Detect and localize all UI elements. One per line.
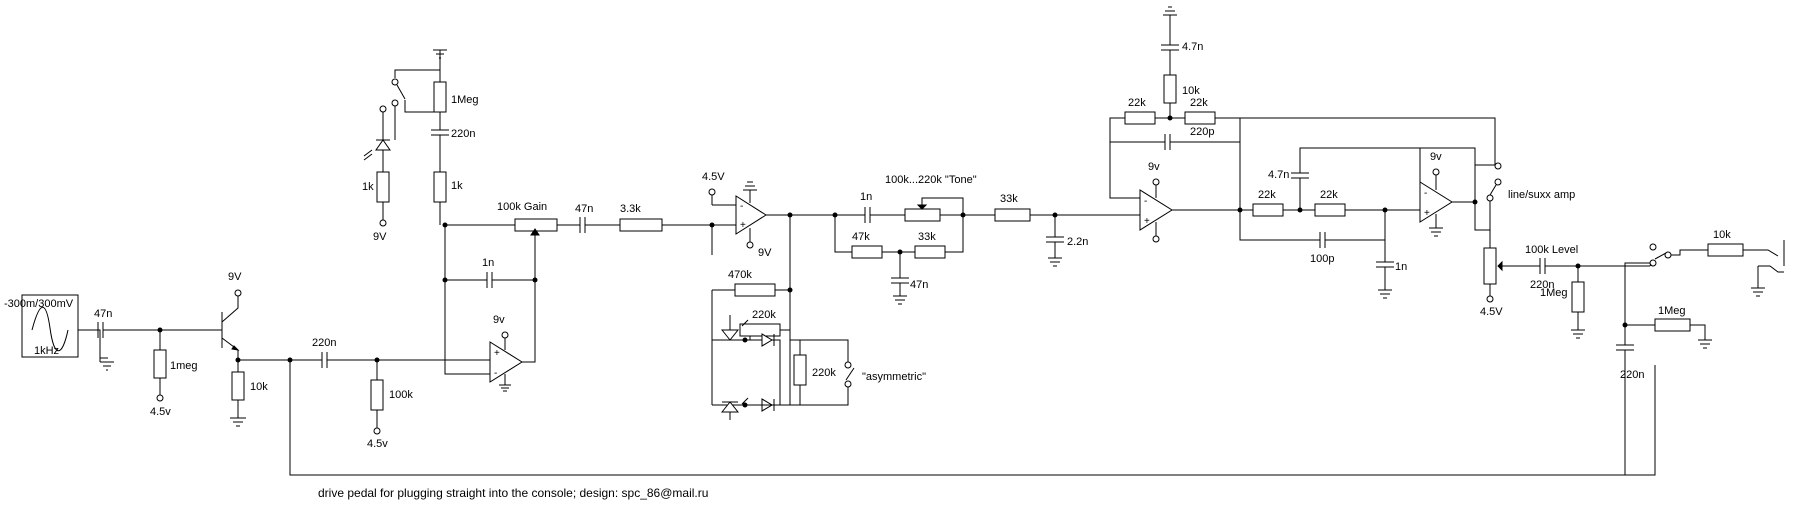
svg-text:+: + — [494, 348, 500, 359]
r-33k-tone-label: 33k — [918, 231, 936, 243]
v-op4-label: 9v — [1430, 151, 1442, 163]
svg-text:-: - — [740, 201, 743, 212]
r-10k-top-label: 10k — [1182, 85, 1200, 97]
v-supply-1-label: 9V — [228, 271, 242, 283]
c-220n-out-label: 220n — [1530, 279, 1554, 291]
tone-pot-label: 100k...220k "Tone" — [885, 174, 977, 186]
capacitor-c-in — [78, 322, 160, 338]
r-220k-top-label: 220k — [752, 309, 776, 321]
v-op3-label: 9v — [1148, 161, 1160, 173]
v-supply-2-label: 9V — [373, 231, 387, 243]
r-1k-mid-label: 1k — [451, 180, 463, 192]
svg-text:+: + — [1144, 216, 1150, 227]
v-bias-1-label: 4.5v — [150, 406, 171, 418]
svg-text:-: - — [1424, 188, 1427, 199]
c-220p-label: 220p — [1190, 126, 1214, 138]
svg-text:+: + — [1424, 208, 1430, 219]
c-100p-label: 100p — [1310, 253, 1334, 265]
r-1meg-out-label: 1Meg — [1540, 287, 1568, 299]
r-bias-label: 1meg — [170, 360, 198, 372]
r-emitter-label: 10k — [250, 381, 268, 393]
caption: drive pedal for plugging straight into t… — [318, 486, 708, 500]
c-1n-fb-label: 1n — [482, 257, 494, 269]
r-100k-label: 100k — [389, 389, 413, 401]
r-1meg-top-label: 1Meg — [451, 94, 479, 106]
r-22k-c-label: 22k — [1258, 189, 1276, 201]
svg-text:+: + — [740, 220, 746, 231]
c-1n-tone-label: 1n — [860, 191, 872, 203]
c-47n-tone-label: 47n — [910, 279, 928, 291]
gain-pot-label: 100k Gain — [497, 201, 547, 213]
v-bias-4-label: 4.5V — [1480, 306, 1503, 318]
c-4-7n-top-label: 4.7n — [1182, 41, 1203, 53]
c-2-2n-label: 2.2n — [1067, 236, 1088, 248]
r-220k-right-label: 220k — [812, 367, 836, 379]
v-op1-label: 9v — [493, 314, 505, 326]
ground-symbol — [100, 361, 114, 371]
v-bias-3-label: 4.5V — [702, 171, 725, 183]
opamp-2: - + — [735, 195, 767, 235]
r-10k-out-label: 10k — [1713, 229, 1731, 241]
r-33k-label: 33k — [1000, 193, 1018, 205]
r-22k-a-label: 22k — [1128, 97, 1146, 109]
opamp-4: - + — [1419, 181, 1453, 223]
c-in-label: 47n — [94, 308, 112, 320]
opamp-3: - + — [1139, 189, 1173, 231]
r-470k-label: 470k — [728, 269, 752, 281]
source-freq-label: 1kHz — [34, 345, 59, 357]
r-3-3k-label: 3.3k — [620, 203, 641, 215]
level-pot-label: 100k Level — [1525, 244, 1578, 256]
r-47k-label: 47k — [852, 231, 870, 243]
signal-source: -300m/300mV 1kHz — [4, 294, 79, 358]
r-1k-left-label: 1k — [362, 181, 374, 193]
asym-switch-label: "asymmetric" — [862, 371, 926, 383]
v-bias-2-label: 4.5v — [367, 438, 388, 450]
svg-text:-: - — [494, 368, 497, 379]
r-22k-d-label: 22k — [1320, 189, 1338, 201]
svg-text:-: - — [1144, 196, 1147, 207]
c-47n-label: 47n — [575, 203, 593, 215]
c-220n-top-label: 220n — [451, 128, 475, 140]
r-1meg-low-label: 1Meg — [1658, 305, 1686, 317]
transistor-q1 — [160, 296, 240, 360]
r-22k-b-label: 22k — [1190, 97, 1208, 109]
c-1n-out-label: 1n — [1395, 261, 1407, 273]
switch-mode-label: line/suxx amp — [1508, 189, 1575, 201]
c-220n-low-label: 220n — [1620, 369, 1644, 381]
source-range-label: -300m/300mV — [4, 298, 74, 310]
opamp-1: + - — [489, 341, 523, 383]
c-4-7n-label: 4.7n — [1268, 169, 1289, 181]
c-couple-1-label: 220n — [312, 337, 336, 349]
v-op2-label: 9V — [758, 247, 772, 259]
